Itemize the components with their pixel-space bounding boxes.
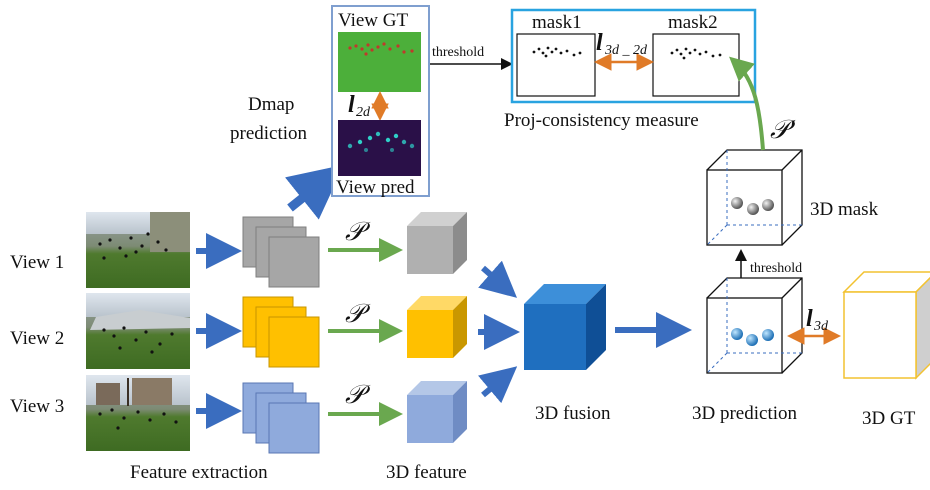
projection-symbol-1: 𝒫 <box>345 217 371 246</box>
projection-prime-arrow <box>729 56 765 151</box>
mask1-points <box>532 46 582 58</box>
mask2-points <box>670 47 722 60</box>
view-1-photo <box>86 212 190 288</box>
prediction-cube <box>706 277 803 374</box>
fusion-3d-caption: 3D fusion <box>535 403 611 424</box>
feature-3d-caption: 3D feature <box>386 462 467 483</box>
loss-3d-sub: 3d <box>813 319 829 334</box>
view-pred-image <box>338 120 421 176</box>
loss-3d2d-sub: 3d _ 2d <box>604 43 648 58</box>
gt-3d-caption: 3D GT <box>862 408 916 429</box>
view-gt-label: View GT <box>338 10 408 31</box>
mask1-image <box>516 33 596 97</box>
dmap-label-line1: Dmap <box>248 94 294 115</box>
mask1-label: mask1 <box>532 12 582 33</box>
loss-2d-sub: 2d <box>356 105 371 120</box>
feature-stack-view2 <box>242 296 320 368</box>
feature-cube-gray <box>407 212 467 274</box>
projection-symbol-3: 𝒫 <box>345 380 371 409</box>
feature-stack-view3 <box>242 382 320 454</box>
feature-cube-lightblue <box>407 381 467 443</box>
view-pred-label: View pred <box>336 177 415 198</box>
arrow-lightblue-to-fusion <box>478 366 518 404</box>
view-gt-image <box>338 32 421 92</box>
prediction-balls <box>731 328 774 346</box>
projection-prime-symbol: 𝒫′ <box>770 115 796 144</box>
view-1-label: View 1 <box>10 252 64 273</box>
dmap-label-line2: prediction <box>230 123 308 144</box>
loss-3d2d-symbol: l <box>596 30 603 56</box>
prediction-3d-caption: 3D prediction <box>692 403 798 424</box>
mask-cube <box>706 149 803 246</box>
view-2-photo <box>86 293 190 369</box>
view-3-label: View 3 <box>10 396 64 417</box>
view-gt-points <box>348 42 414 56</box>
projection-symbol-2: 𝒫 <box>345 299 371 328</box>
mask2-label: mask2 <box>668 12 718 33</box>
mask-3d-label: 3D mask <box>810 199 879 220</box>
arrow-gray-to-fusion <box>478 260 518 298</box>
view-pred-points <box>347 131 415 152</box>
mask2-image <box>652 33 740 97</box>
fusion-cube <box>524 284 606 370</box>
view-2-label: View 2 <box>10 328 64 349</box>
loss-3d-symbol: l <box>806 306 813 332</box>
arrow-feature-to-dmap <box>285 164 345 220</box>
feature-extraction-caption: Feature extraction <box>130 462 268 483</box>
mask-balls <box>731 197 774 215</box>
feature-cube-yellow <box>407 296 467 358</box>
loss-2d-symbol: l <box>348 92 355 118</box>
gt-cube <box>842 271 930 380</box>
threshold-top-label: threshold <box>432 45 484 60</box>
proj-consistency-caption: Proj-consistency measure <box>504 110 699 131</box>
threshold-mid-label: threshold <box>750 261 802 276</box>
feature-stack-view1 <box>242 216 320 288</box>
view-3-photo <box>86 375 190 451</box>
